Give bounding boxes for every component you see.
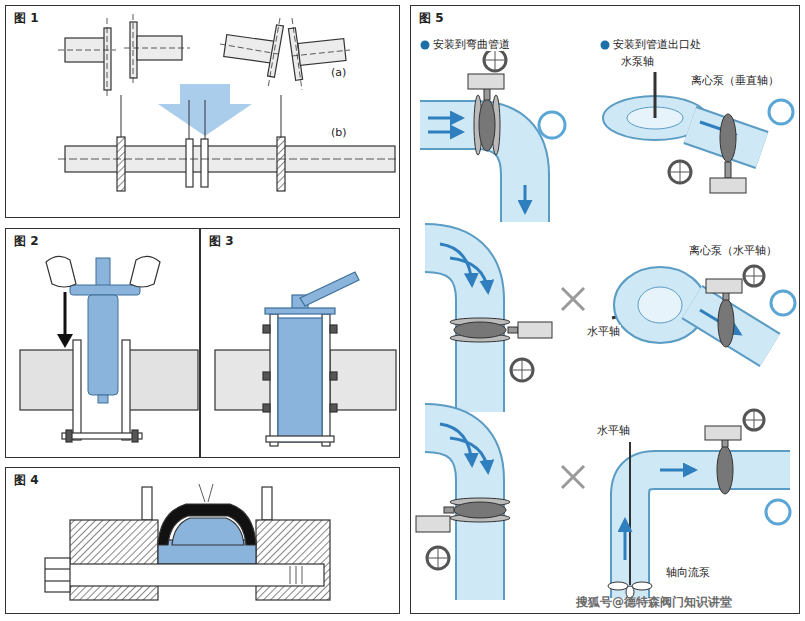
flange-section: [45, 487, 330, 600]
leader-line: [58, 95, 398, 159]
valve: [669, 114, 746, 193]
figure-heading: 图 3: [207, 233, 236, 250]
figure-panel: 图 4: [5, 467, 400, 614]
pointer-line: [199, 484, 302, 584]
ok-mark: [766, 500, 790, 524]
part-label: 水泵轴: [620, 55, 655, 68]
part-label: 离心泵（垂直轴）: [690, 74, 780, 87]
center-line: [58, 14, 190, 96]
bent-pipe: [420, 118, 525, 222]
wrong-mark: [562, 288, 584, 310]
ok-mark: [769, 100, 793, 124]
down-arrow: [57, 292, 73, 348]
valve: [416, 498, 510, 569]
bullet: [421, 41, 430, 50]
figure-heading: 图 2: [12, 233, 41, 250]
bullet: [601, 41, 610, 50]
valve: [705, 410, 764, 494]
center-line: [220, 18, 350, 90]
part-label: 安装到管道出口处: [612, 38, 702, 51]
butterfly-valve: [70, 258, 140, 403]
figure-panel: 图 5: [410, 5, 800, 614]
watermark: 搜狐号@德特森阀门知识讲堂: [575, 596, 733, 609]
centrifugal-pump: [612, 267, 770, 350]
figure-panel: 图 2: [5, 228, 200, 458]
aligned-pipeline: [65, 137, 395, 191]
axial-pump: [608, 442, 790, 598]
part-label: 安装到弯曲管道: [432, 38, 511, 51]
figure-panel: 图 1: [5, 5, 400, 218]
figure-heading: 图 5: [417, 10, 446, 27]
part-label: (b): [330, 126, 348, 139]
valve: [706, 266, 764, 347]
figure-heading: 图 1: [12, 10, 41, 27]
misaligned-flanges: [65, 22, 182, 90]
installed-valve: [215, 272, 396, 446]
valve: [450, 318, 552, 381]
part-label: 离心泵（水平轴）: [688, 244, 778, 257]
part-label: (a): [330, 66, 347, 79]
figure-panel: 图 3: [200, 228, 400, 458]
part-label: 轴向流泵: [665, 566, 711, 579]
figure-heading: 图 4: [12, 472, 41, 489]
part-label: 水平轴: [586, 325, 621, 338]
angled-flanges: [224, 25, 346, 80]
hand: [46, 256, 160, 287]
wrong-mark: [562, 466, 584, 488]
valve: [468, 49, 506, 155]
ok-mark: [539, 112, 565, 138]
ok-mark: [771, 291, 795, 315]
part-label: 水平轴: [596, 424, 631, 437]
